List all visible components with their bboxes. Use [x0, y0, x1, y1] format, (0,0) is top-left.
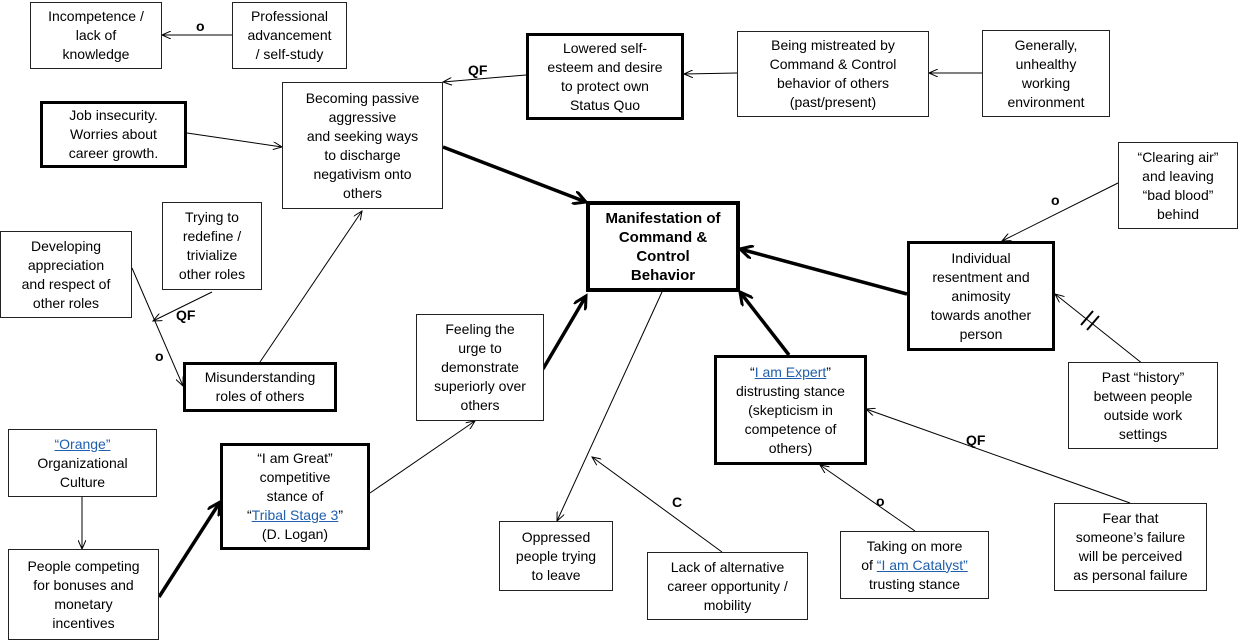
edge-redefine-to-appreciation [153, 291, 213, 321]
edge-label-o: o [1051, 192, 1060, 208]
edge-clearing-to-resentment [1002, 182, 1119, 241]
edge-great-to-urge [369, 421, 475, 494]
edge-label-c: C [672, 494, 683, 510]
history-break-mark-2 [1086, 315, 1100, 331]
edge-label-qf: QF [966, 432, 986, 448]
tribal-stage-3-link[interactable]: Tribal Stage 3 [251, 507, 339, 523]
node-i-am-expert: “I am Expert”distrusting stance(skeptici… [714, 355, 867, 465]
history-break-mark-1 [1080, 310, 1094, 326]
orange-link[interactable]: “Orange” [54, 435, 111, 452]
edge-expert-to-center [740, 292, 791, 357]
edge-catalyst-to-expert [820, 465, 916, 532]
edge-lack-to-oppressed [592, 457, 723, 553]
edge-label-o: o [155, 348, 164, 364]
edge-history-to-resentment [1055, 294, 1144, 365]
node-clearing-air: “Clearing air”and leaving“bad blood”behi… [1118, 142, 1238, 229]
edge-label-o: o [196, 18, 205, 34]
edge-passive-to-center [442, 145, 586, 202]
i-am-catalyst-link[interactable]: “I am Catalyst” [876, 556, 968, 573]
edge-appreciation-to-misunderstanding [131, 267, 183, 386]
edge-job-to-passive [186, 132, 282, 147]
edge-mistreated-to-lowered [684, 73, 738, 74]
edge-center-to-oppressed [557, 291, 663, 521]
edge-urge-to-center [541, 296, 586, 370]
edge-lowered-to-passive [443, 74, 527, 82]
edge-label-qf: QF [176, 307, 196, 323]
edge-competing-to-great [157, 502, 220, 598]
i-am-expert-link[interactable]: I am Expert [754, 363, 827, 380]
edge-label-o: o [876, 493, 885, 509]
edge-misunderstanding-to-passive [259, 211, 362, 363]
edge-fear-to-expert [866, 409, 1131, 504]
edge-resentment-to-center [740, 249, 908, 296]
edge-label-qf: QF [468, 62, 488, 78]
